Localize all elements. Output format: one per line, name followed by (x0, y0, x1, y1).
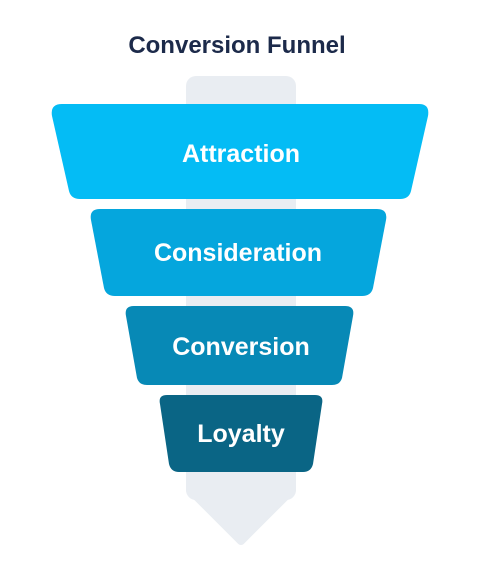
arrow-head (186, 486, 296, 545)
diagram-title: Conversion Funnel (128, 32, 345, 59)
funnel-stage-shape (51, 104, 429, 199)
funnel-stage-shape (125, 306, 354, 385)
funnel-stage-shape (159, 395, 323, 472)
funnel-stage-4: Loyalty (159, 395, 323, 472)
funnel-stage-shape (90, 209, 387, 296)
funnel-stage-label: Attraction (182, 140, 300, 168)
funnel-stage-label: Conversion (172, 333, 310, 361)
funnel-stage-2: Consideration (90, 209, 387, 296)
funnel-stage-label: Consideration (154, 239, 322, 267)
funnel-stage-label: Loyalty (197, 420, 285, 448)
funnel-stage-1: Attraction (51, 104, 429, 199)
funnel-stage-3: Conversion (125, 306, 354, 385)
